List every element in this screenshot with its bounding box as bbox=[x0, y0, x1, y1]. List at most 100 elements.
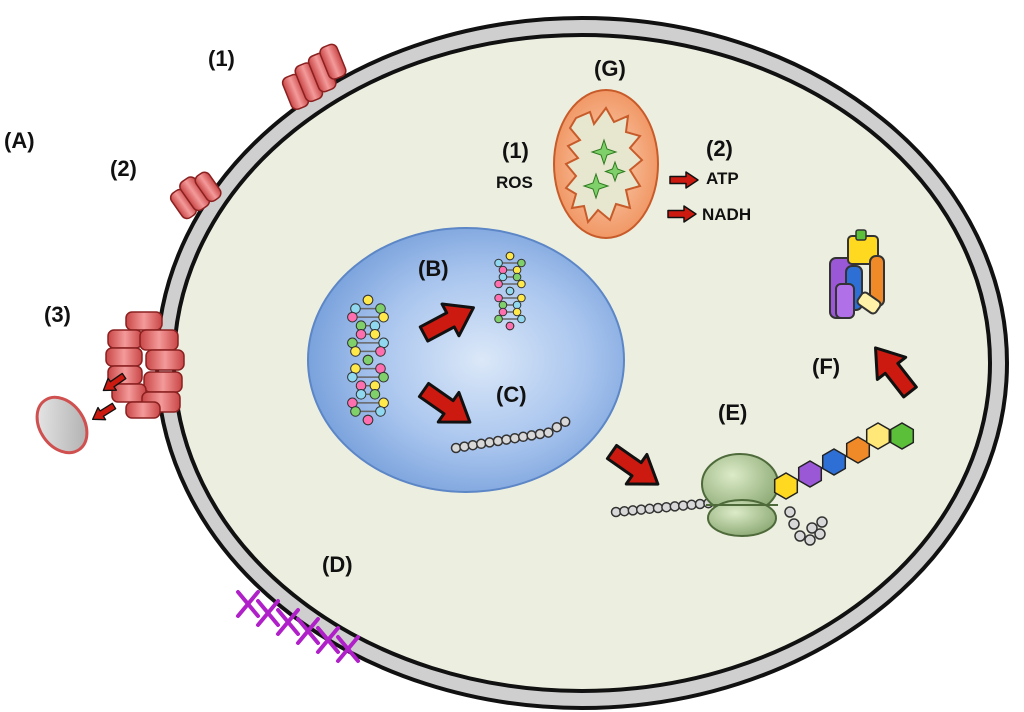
glycan-cross-icon bbox=[276, 608, 300, 636]
peptide-tail bbox=[784, 506, 828, 546]
dna-helix-replicated bbox=[494, 251, 526, 331]
mrna-bead bbox=[509, 432, 521, 444]
nucleotide bbox=[362, 294, 374, 306]
nucleotide bbox=[375, 346, 386, 357]
mrna-bead bbox=[635, 504, 647, 515]
ros-spark-icon bbox=[582, 138, 626, 200]
mrna-bead bbox=[619, 505, 630, 517]
nucleotide bbox=[512, 307, 522, 317]
nucleotide bbox=[505, 286, 515, 296]
label-a3: (3) bbox=[44, 302, 71, 327]
amino-acid-hexagon bbox=[889, 422, 915, 450]
glycan-cross-icon bbox=[316, 626, 340, 654]
glycan-cross-icon bbox=[296, 617, 320, 645]
mrna-bead bbox=[652, 502, 664, 514]
glycan-cross-icon bbox=[336, 635, 360, 663]
nucleotide bbox=[498, 300, 508, 310]
tail-bead bbox=[804, 534, 816, 546]
tail-bead bbox=[816, 516, 828, 528]
nucleotide bbox=[355, 388, 367, 400]
mrna-bead bbox=[610, 506, 622, 518]
amino-acid-hexagon bbox=[865, 422, 891, 450]
tail-bead bbox=[806, 522, 818, 534]
label-e: (E) bbox=[718, 400, 747, 425]
nucleotide bbox=[512, 265, 522, 275]
mrna-bead bbox=[694, 498, 706, 510]
mrna-bead bbox=[517, 431, 529, 443]
vesicle bbox=[35, 395, 89, 455]
label-nadh: NADH bbox=[702, 205, 751, 224]
label-d: (D) bbox=[322, 552, 353, 577]
dna-helix bbox=[347, 294, 389, 426]
mrna-bead bbox=[677, 500, 689, 511]
mrna-bead bbox=[459, 441, 470, 452]
mrna-bead bbox=[467, 439, 479, 451]
amino-acid-hexagon bbox=[797, 460, 823, 488]
amino-acid-hexagon bbox=[845, 436, 871, 464]
nucleotide bbox=[378, 371, 389, 383]
nucleotide bbox=[350, 346, 361, 357]
mrna-bead bbox=[627, 505, 639, 516]
tail-bead bbox=[788, 518, 800, 530]
nucleotide bbox=[347, 371, 358, 383]
mrna-strand bbox=[450, 416, 571, 454]
nucleotide bbox=[347, 311, 358, 323]
label-f: (F) bbox=[812, 354, 840, 379]
label-g1: (1) bbox=[502, 138, 529, 163]
nucleotide bbox=[498, 272, 508, 282]
mrna-bead bbox=[551, 421, 563, 433]
polypeptide-chain bbox=[773, 422, 915, 500]
ribosome bbox=[701, 453, 779, 537]
mrna-bead bbox=[450, 442, 462, 454]
mitochondrion bbox=[553, 89, 659, 239]
mrna-bead bbox=[686, 499, 697, 511]
nucleotide bbox=[517, 314, 526, 324]
amino-acid-hexagon bbox=[773, 472, 799, 500]
nucleotide bbox=[494, 314, 503, 324]
folded-protein bbox=[829, 229, 885, 319]
tail-bead bbox=[814, 528, 826, 540]
channel-2 bbox=[169, 171, 222, 220]
nucleotide bbox=[512, 272, 522, 282]
mrna-bead bbox=[661, 501, 672, 513]
nucleotide bbox=[517, 279, 526, 289]
amino-acid-hexagon bbox=[821, 448, 847, 476]
mrna-bead bbox=[526, 430, 537, 441]
label-ros: ROS bbox=[496, 173, 533, 192]
label-c: (C) bbox=[496, 382, 527, 407]
mrna-bead bbox=[534, 428, 546, 440]
glycan-cross-icon bbox=[256, 599, 280, 627]
mrna-bead bbox=[559, 416, 571, 428]
nucleotide bbox=[517, 293, 526, 303]
nucleotide bbox=[494, 258, 503, 268]
label-a2: (2) bbox=[110, 156, 137, 181]
mrna-bead bbox=[669, 501, 681, 512]
mrna-bead bbox=[484, 437, 495, 448]
nucleus bbox=[307, 227, 625, 493]
nucleotide bbox=[375, 406, 386, 417]
mrna-bead bbox=[475, 438, 487, 450]
nucleotide bbox=[498, 265, 508, 275]
glycan-cross-icon bbox=[236, 590, 260, 618]
label-b: (B) bbox=[418, 256, 449, 281]
nucleotide bbox=[498, 307, 508, 317]
nucleotide bbox=[494, 293, 503, 303]
label-g2: (2) bbox=[706, 136, 733, 161]
nucleotide bbox=[362, 414, 374, 426]
mrna-bead bbox=[501, 434, 512, 445]
nucleotide bbox=[505, 321, 515, 331]
label-atp: ATP bbox=[706, 169, 739, 188]
tail-bead bbox=[784, 506, 796, 518]
nucleotide bbox=[517, 258, 526, 268]
glycan-crosses bbox=[236, 590, 360, 663]
nucleotide bbox=[494, 279, 503, 289]
nucleotide bbox=[378, 311, 389, 323]
channel-1 bbox=[281, 43, 347, 110]
nucleotide bbox=[355, 328, 367, 340]
nucleotide bbox=[512, 300, 522, 310]
nucleotide bbox=[350, 406, 361, 417]
label-g: (G) bbox=[594, 56, 626, 81]
tail-bead bbox=[794, 530, 806, 542]
nucleotide bbox=[362, 354, 374, 366]
